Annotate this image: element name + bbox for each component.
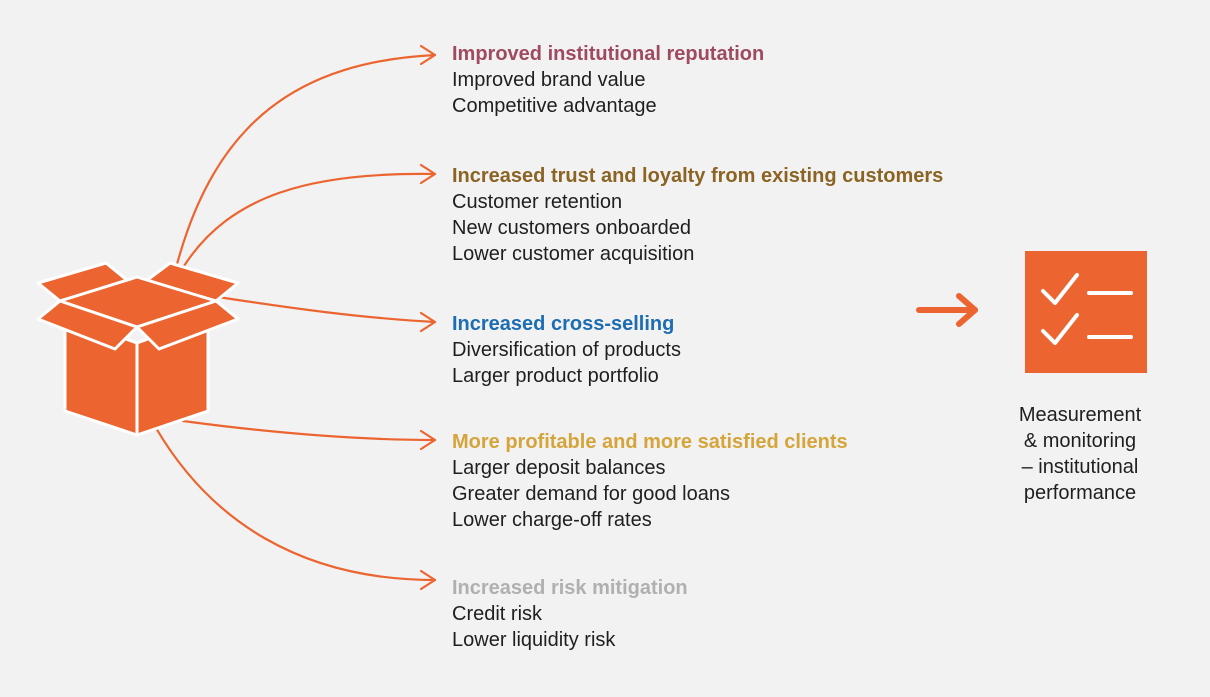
checklist-icon bbox=[1025, 251, 1147, 373]
arrow-head-3 bbox=[419, 311, 437, 333]
outcome-label-line: performance bbox=[1023, 482, 1137, 504]
benefit-detail: Lower customer acquisition bbox=[452, 243, 695, 265]
arrow-head-4 bbox=[419, 429, 437, 451]
right-arrow-icon bbox=[916, 293, 978, 327]
benefit-block-trust-loyalty: Increased trust and loyalty from existin… bbox=[452, 163, 943, 267]
benefit-detail: Customer retention bbox=[452, 191, 623, 213]
arrow-head-1 bbox=[419, 44, 437, 66]
benefit-block-cross-selling: Increased cross-selling Diversification … bbox=[452, 311, 681, 389]
benefit-heading: Improved institutional reputation bbox=[452, 43, 765, 65]
outcome-label: Measurement & monitoring – institutional… bbox=[990, 402, 1170, 506]
arrow-to-benefit-2 bbox=[182, 172, 437, 268]
open-box-icon bbox=[36, 261, 240, 437]
benefit-detail: Lower charge-off rates bbox=[452, 509, 652, 531]
arrow-to-benefit-1 bbox=[174, 53, 437, 270]
outcome-label-line: & monitoring bbox=[1023, 430, 1137, 452]
arrow-to-benefit-5 bbox=[154, 426, 437, 582]
arrow-to-benefit-3 bbox=[216, 295, 437, 324]
benefit-heading: Increased trust and loyalty from existin… bbox=[452, 165, 944, 187]
arrow-head-2 bbox=[419, 163, 437, 185]
benefit-detail: Diversification of products bbox=[452, 339, 681, 361]
arrow-head-5 bbox=[419, 569, 437, 591]
benefit-detail: Competitive advantage bbox=[452, 95, 657, 117]
benefit-heading: Increased risk mitigation bbox=[452, 577, 688, 599]
benefit-heading: Increased cross-selling bbox=[452, 313, 675, 335]
benefit-detail: Lower liquidity risk bbox=[452, 629, 616, 651]
benefit-block-profitable-clients: More profitable and more satisfied clien… bbox=[452, 429, 848, 533]
benefit-detail: Improved brand value bbox=[452, 69, 646, 91]
arrow-to-benefit-4 bbox=[181, 419, 437, 442]
benefit-block-reputation: Improved institutional reputation Improv… bbox=[452, 41, 764, 119]
outcome-label-line: Measurement bbox=[1018, 404, 1142, 426]
benefit-detail: Larger deposit balances bbox=[452, 457, 666, 479]
outcome-label-line: – institutional bbox=[1021, 456, 1139, 478]
benefit-detail: New customers onboarded bbox=[452, 217, 692, 239]
benefit-block-risk-mitigation: Increased risk mitigation Credit risk Lo… bbox=[452, 575, 688, 653]
benefit-detail: Greater demand for good loans bbox=[452, 483, 730, 505]
benefit-heading: More profitable and more satisfied clien… bbox=[452, 431, 848, 453]
benefit-detail: Larger product portfolio bbox=[452, 365, 659, 387]
benefit-detail: Credit risk bbox=[452, 603, 543, 625]
